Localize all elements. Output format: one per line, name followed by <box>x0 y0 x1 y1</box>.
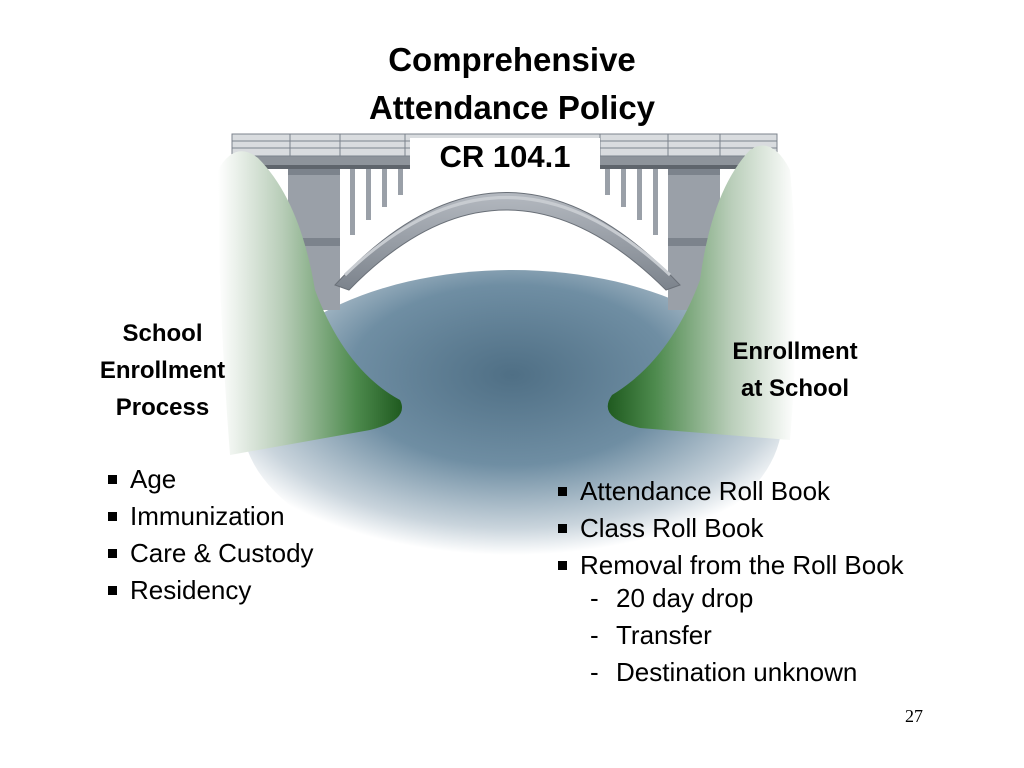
left-cliff <box>218 151 402 455</box>
title-line-1: Comprehensive <box>388 41 636 78</box>
left-label-line-3: Process <box>115 394 210 421</box>
sub-item-text: Destination unknown <box>616 657 858 687</box>
left-label-line-1: School <box>122 320 203 347</box>
left-cliff-label: School Enrollment Process <box>70 315 255 426</box>
list-item: Care & Custody <box>106 535 314 572</box>
sub-list-item: -Destination unknown <box>590 657 858 687</box>
right-label-line-2: at School <box>740 375 849 402</box>
slide-number: 27 <box>905 706 923 726</box>
right-cliff <box>607 145 796 440</box>
bridge-posts <box>350 165 658 235</box>
list-item: Age <box>106 461 314 498</box>
list-item: Attendance Roll Book <box>556 473 904 510</box>
roll-book-list: Attendance Roll Book Class Roll Book Rem… <box>556 473 904 584</box>
list-item: Residency <box>106 572 314 609</box>
sub-item-text: 20 day drop <box>616 583 754 613</box>
left-label-line-2: Enrollment <box>99 357 226 384</box>
list-item: Immunization <box>106 498 314 535</box>
sub-item-text: Transfer <box>616 620 712 650</box>
enrollment-requirements-list: Age Immunization Care & Custody Residenc… <box>106 461 314 609</box>
sub-list-item: -Transfer <box>590 620 712 650</box>
water <box>242 270 782 570</box>
list-item: Class Roll Book <box>556 510 904 547</box>
slide-title: Comprehensive Attendance Policy <box>262 36 762 132</box>
policy-code-label: CR 104.1 <box>410 138 600 174</box>
right-cliff-label: Enrollment at School <box>690 333 900 407</box>
title-line-2: Attendance Policy <box>368 89 656 126</box>
list-item: Removal from the Roll Book <box>556 547 904 584</box>
bridge-arch <box>334 192 681 291</box>
right-label-line-1: Enrollment <box>732 338 858 365</box>
sub-list-item: -20 day drop <box>590 583 754 613</box>
removal-reasons-list: -20 day drop -Transfer -Destination unkn… <box>590 580 857 691</box>
